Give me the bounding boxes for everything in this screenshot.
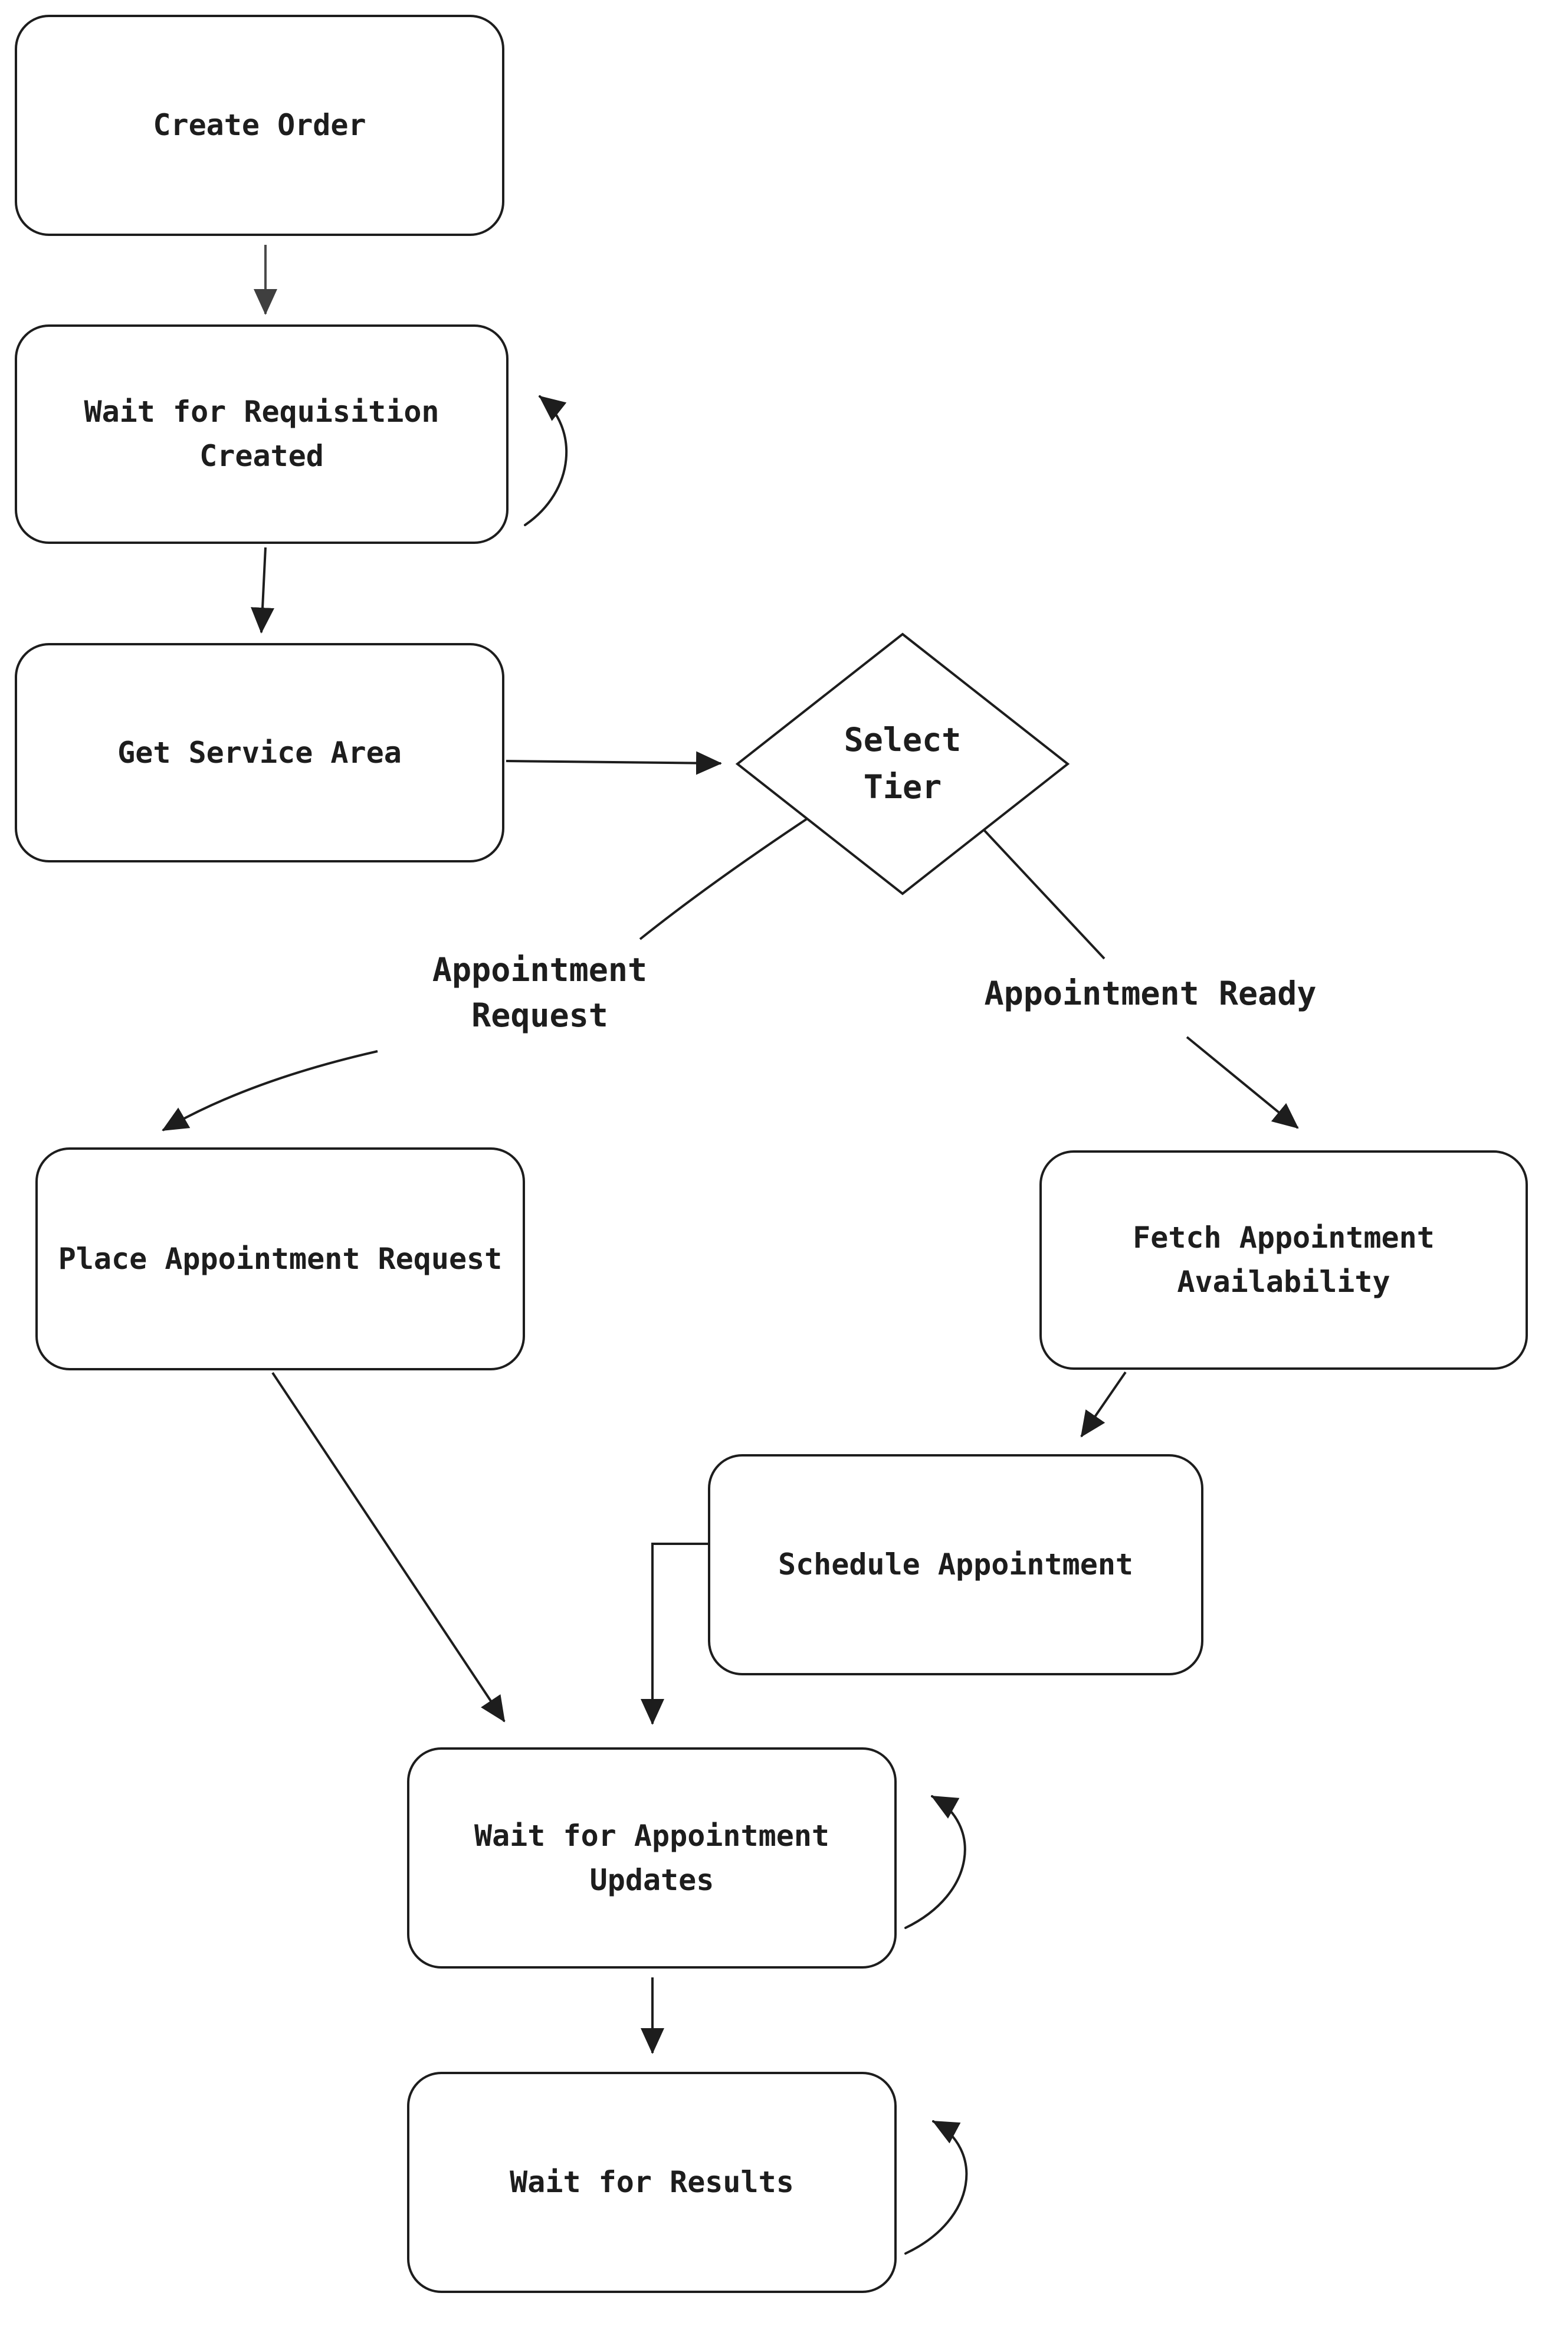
edge-select-tier-to-fetch-availability-upper bbox=[983, 829, 1106, 960]
node-select-tier-label: Select Tier bbox=[844, 721, 962, 806]
node-wait-for-requisition-created: Wait for Requisition Created bbox=[15, 324, 509, 544]
edge-label-appointment-ready-text: Appointment Ready bbox=[984, 974, 1317, 1012]
node-place-appointment-request-label: Place Appointment Request bbox=[58, 1241, 503, 1276]
edge-place-request-to-wait-updates bbox=[271, 1372, 506, 1723]
node-place-appointment-request: Place Appointment Request bbox=[35, 1147, 525, 1370]
node-schedule-appointment: Schedule Appointment bbox=[708, 1454, 1203, 1675]
select-tier-diamond bbox=[735, 632, 1070, 895]
node-wait-for-results-label: Wait for Results bbox=[510, 2165, 794, 2199]
node-create-order-label: Create Order bbox=[153, 108, 366, 142]
edge-label-appointment-request-text: Appointment Request bbox=[432, 951, 648, 1034]
edge-select-tier-to-place-request-lower bbox=[162, 1050, 378, 1131]
node-wait-for-requisition-created-label: Wait for Requisition Created bbox=[84, 395, 439, 473]
self-loop-wait-requisition-icon bbox=[524, 395, 568, 526]
edge-select-tier-to-place-request-upper bbox=[639, 818, 808, 940]
node-create-order: Create Order bbox=[15, 15, 504, 236]
edge-label-appointment-request: Appointment Request bbox=[333, 943, 746, 1043]
node-get-service-area: Get Service Area bbox=[15, 643, 504, 862]
edge-select-tier-to-fetch-availability-lower bbox=[1186, 1036, 1299, 1129]
edge-fetch-availability-to-schedule bbox=[1080, 1371, 1127, 1438]
edge-schedule-to-wait-updates bbox=[641, 1543, 708, 1725]
node-schedule-appointment-label: Schedule Appointment bbox=[778, 1547, 1134, 1582]
node-wait-for-results: Wait for Results bbox=[407, 2072, 897, 2293]
node-fetch-appointment-availability-label: Fetch Appointment Availability bbox=[1133, 1221, 1435, 1299]
node-get-service-area-label: Get Service Area bbox=[117, 735, 402, 770]
edge-get-service-area-to-select-tier bbox=[506, 751, 722, 775]
node-fetch-appointment-availability: Fetch Appointment Availability bbox=[1039, 1150, 1528, 1370]
node-select-tier: Select Tier bbox=[785, 675, 1021, 852]
node-wait-for-appointment-updates: Wait for Appointment Updates bbox=[407, 1747, 897, 1969]
self-loop-wait-appointment-updates-icon bbox=[904, 1795, 966, 1929]
node-wait-for-appointment-updates-label: Wait for Appointment Updates bbox=[474, 1818, 830, 1897]
edge-wait-requisition-to-get-service-area bbox=[251, 547, 275, 634]
self-loop-wait-results-icon bbox=[904, 2120, 968, 2255]
edge-label-appointment-ready: Appointment Ready bbox=[944, 970, 1357, 1016]
